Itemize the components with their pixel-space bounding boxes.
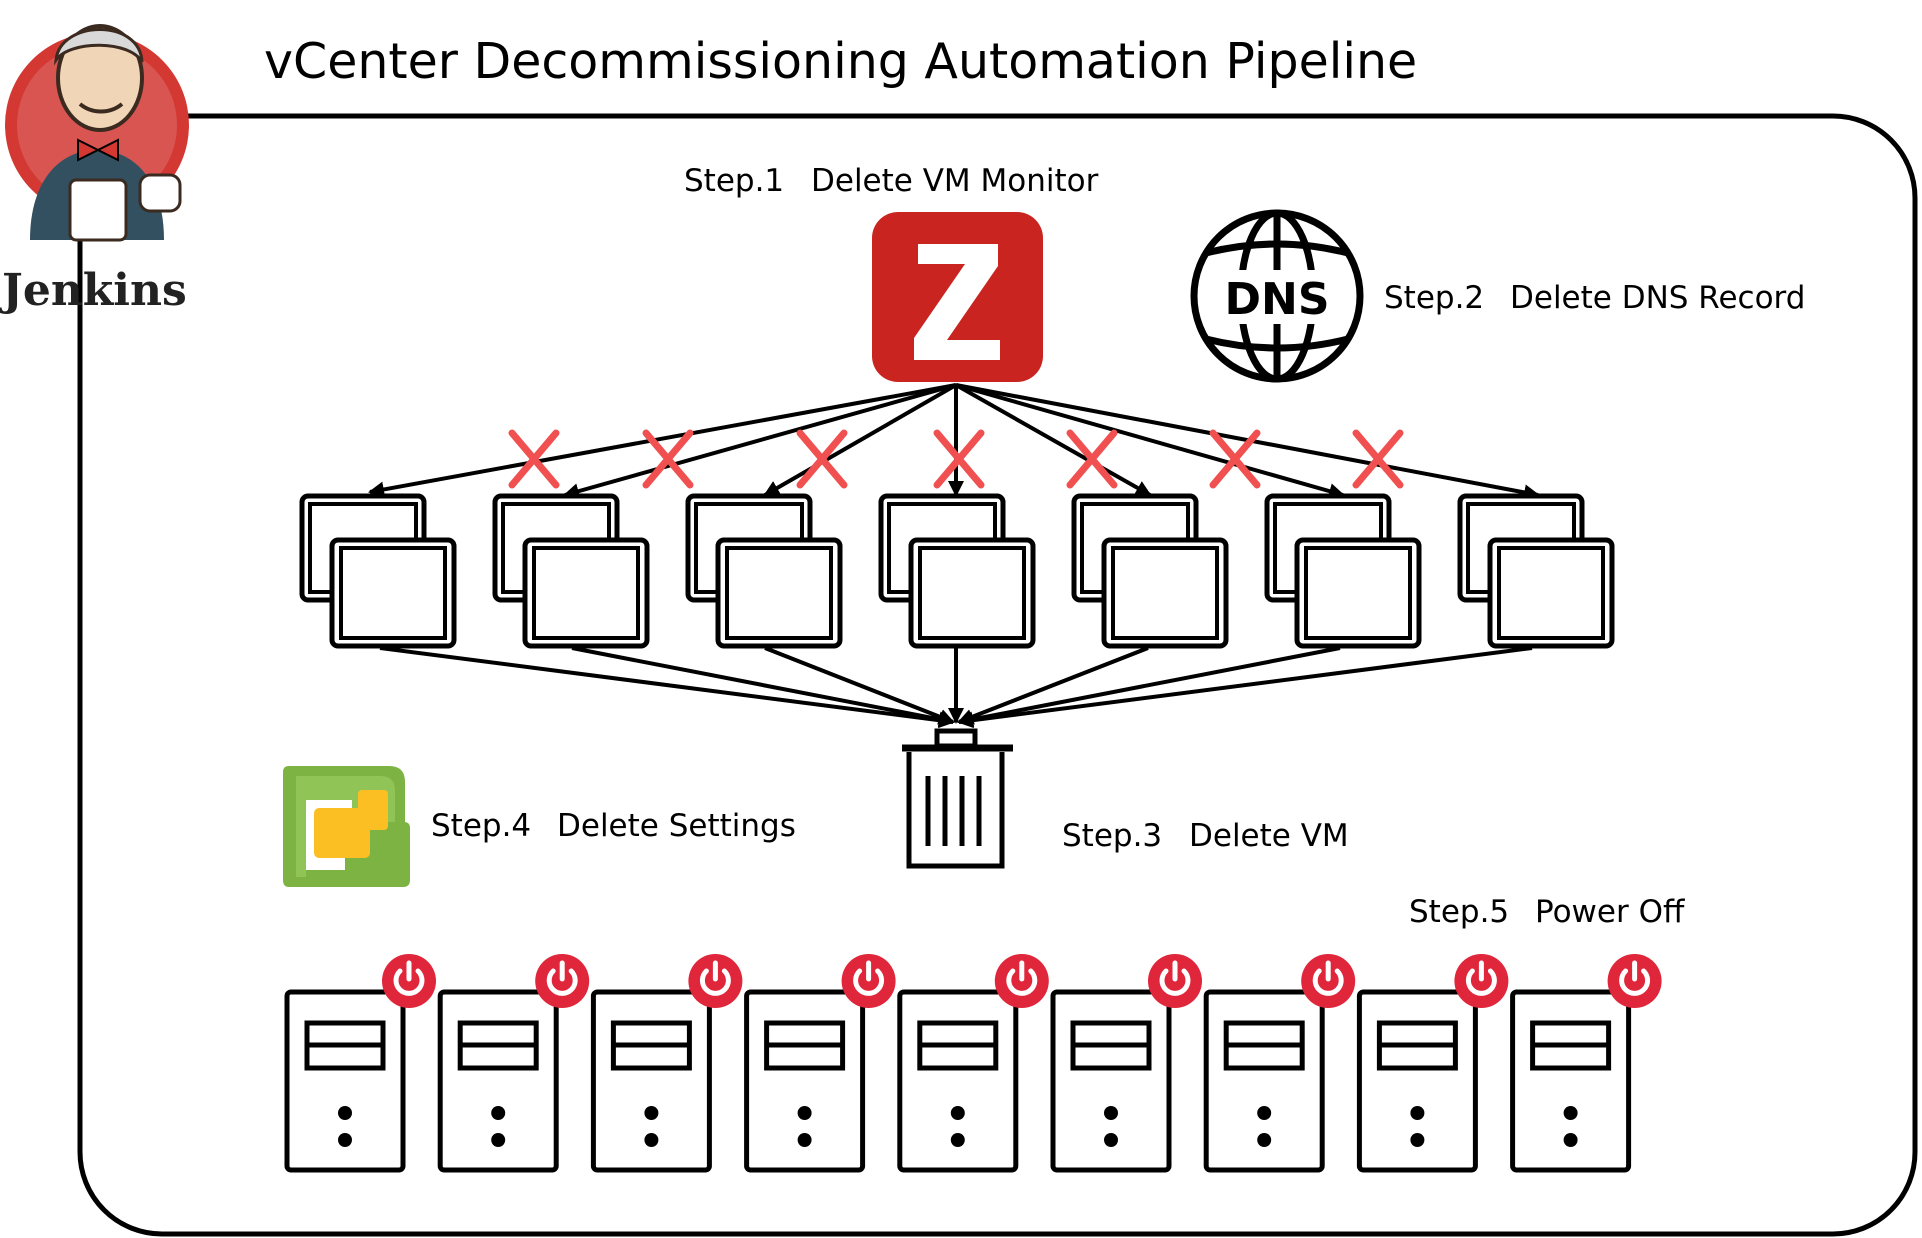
step2-label: Step.2 Delete DNS Record bbox=[1384, 280, 1805, 316]
server-tower-icon bbox=[1050, 989, 1172, 1173]
server-row bbox=[284, 954, 1662, 1173]
step5-num: Step.5 bbox=[1409, 894, 1509, 930]
step1-label: Step.1 Delete VM Monitor bbox=[684, 163, 1099, 199]
step4-num: Step.4 bbox=[431, 808, 531, 844]
trash-bin-icon bbox=[902, 728, 1013, 869]
power-icon bbox=[841, 954, 896, 1008]
power-icon bbox=[535, 954, 590, 1008]
red-x-icon bbox=[796, 429, 848, 489]
step4-label: Step.4 Delete Settings bbox=[431, 808, 796, 844]
red-x-icon bbox=[508, 429, 560, 489]
edge-z-vm1 bbox=[368, 383, 957, 498]
red-x-icon bbox=[642, 429, 694, 489]
edge-vm6-trash bbox=[957, 646, 1341, 728]
power-icon bbox=[688, 954, 743, 1008]
edge-z-vm2 bbox=[563, 383, 957, 499]
power-icon bbox=[1148, 954, 1202, 1008]
vm-window-icon bbox=[1457, 493, 1615, 649]
vm-window-icon bbox=[299, 493, 457, 649]
edge-vm7-trash bbox=[957, 646, 1533, 729]
server-tower-icon bbox=[1510, 989, 1632, 1173]
jenkins-wordmark: Jenkins bbox=[0, 265, 187, 316]
step1-text: Delete VM Monitor bbox=[811, 163, 1099, 199]
red-x-icon bbox=[1352, 429, 1404, 489]
step3-text: Delete VM bbox=[1189, 818, 1349, 854]
delete-edges bbox=[379, 646, 1533, 729]
edge-z-vm6 bbox=[955, 383, 1345, 499]
red-x-icon bbox=[1066, 429, 1118, 489]
vmware-vcenter-icon bbox=[283, 766, 410, 887]
server-tower-icon bbox=[744, 989, 866, 1173]
server-tower-icon bbox=[1356, 989, 1478, 1173]
power-icon bbox=[1301, 954, 1356, 1008]
edge-z-vm3 bbox=[763, 383, 957, 497]
power-icon bbox=[1454, 954, 1509, 1008]
vm-window-icon bbox=[492, 493, 650, 649]
step3-num: Step.3 bbox=[1062, 818, 1162, 854]
power-icon bbox=[382, 954, 436, 1008]
server-tower-icon bbox=[1203, 989, 1325, 1173]
vm-window-icon bbox=[1264, 493, 1422, 649]
step2-text: Delete DNS Record bbox=[1510, 280, 1805, 316]
pipeline-frame bbox=[77, 113, 1918, 1237]
server-tower-icon bbox=[590, 989, 712, 1173]
vm-window-icon bbox=[1071, 493, 1229, 649]
vm-window-icon bbox=[685, 493, 843, 649]
step1-num: Step.1 bbox=[684, 163, 784, 199]
power-icon bbox=[1607, 954, 1662, 1008]
delete-marks bbox=[508, 429, 1404, 489]
vm-row bbox=[299, 493, 1615, 649]
edge-vm5-trash bbox=[957, 646, 1149, 725]
edge-vm3-trash bbox=[764, 646, 955, 725]
step2-num: Step.2 bbox=[1384, 280, 1484, 316]
edge-vm2-trash bbox=[571, 646, 955, 728]
zabbix-z-icon bbox=[872, 212, 1043, 382]
edge-vm1-trash bbox=[379, 646, 955, 729]
red-x-icon bbox=[1209, 429, 1261, 489]
server-tower-icon bbox=[284, 989, 406, 1173]
dns-label-bg bbox=[1204, 270, 1350, 324]
step3-label: Step.3 Delete VM bbox=[1062, 818, 1349, 854]
step5-label: Step.5 Power Off bbox=[1409, 894, 1685, 930]
red-x-icon bbox=[933, 429, 985, 489]
step4-text: Delete Settings bbox=[557, 808, 796, 844]
jenkins-logo: Jenkins bbox=[0, 24, 189, 316]
step5-text: Power Off bbox=[1535, 894, 1685, 930]
server-tower-icon bbox=[897, 989, 1019, 1173]
dns-glyph: DNS bbox=[1224, 274, 1329, 325]
vm-window-icon bbox=[878, 493, 1036, 649]
edge-z-vm5 bbox=[955, 383, 1152, 497]
server-tower-icon bbox=[437, 989, 559, 1173]
power-icon bbox=[994, 954, 1049, 1008]
diagram-title: vCenter Decommissioning Automation Pipel… bbox=[264, 33, 1417, 90]
